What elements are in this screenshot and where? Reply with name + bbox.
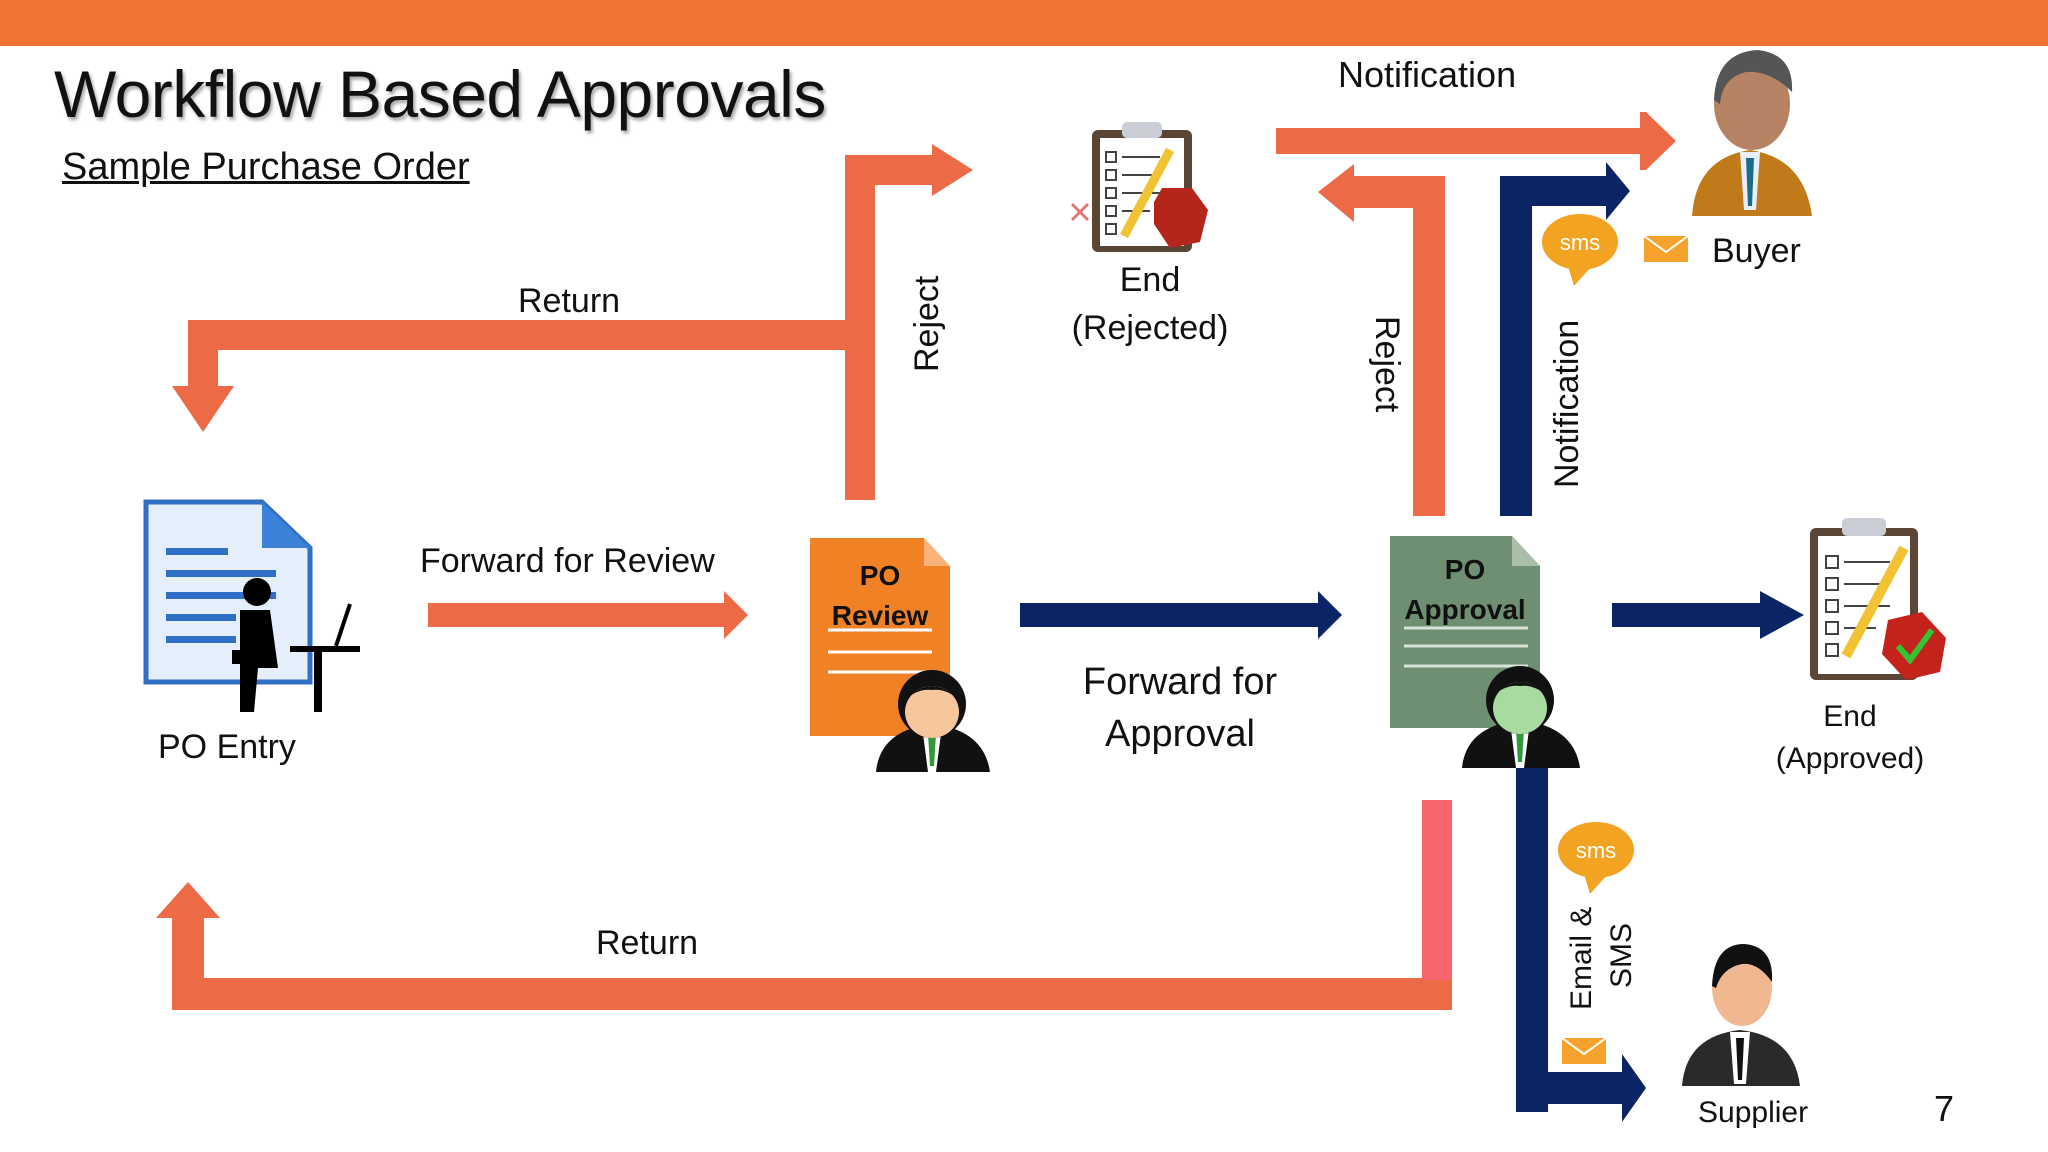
end-rejected-label: End (Rejected) xyxy=(1060,256,1240,352)
sms-bubble-top-icon: sms xyxy=(1542,214,1618,286)
po-approval-title-line1: PO xyxy=(1444,554,1486,585)
forward-end-approved-arrow xyxy=(1612,591,1804,639)
forward-for-approval-arrow xyxy=(1020,591,1342,639)
reject-review-arrow xyxy=(845,144,973,500)
sms-bottom-label: sms xyxy=(1576,838,1616,863)
notification-buyer-arrowhead xyxy=(1640,112,1676,170)
po-review-title-line1: PO xyxy=(859,560,901,591)
document-with-person-at-computer-icon xyxy=(143,499,360,712)
return-top-label: Return xyxy=(518,282,621,320)
return-bottom-connector xyxy=(1422,800,1452,980)
forward-for-approval-label: Forward for Approval xyxy=(1050,656,1310,760)
forward-for-review-arrow xyxy=(428,591,748,639)
reviewer-person-icon xyxy=(876,670,990,772)
buyer-label: Buyer xyxy=(1712,232,1801,270)
sms-bubble-bottom-icon: sms xyxy=(1558,822,1634,894)
page-subtitle: Sample Purchase Order xyxy=(62,146,470,188)
end-approved-line1: End xyxy=(1823,700,1877,733)
top-accent-bar xyxy=(0,0,2048,46)
clipboard-check-icon xyxy=(1810,518,1946,680)
forward-for-approval-line2: Approval xyxy=(1105,713,1255,755)
clipboard-stop-icon xyxy=(1070,122,1208,252)
end-approved-line2: (Approved) xyxy=(1775,742,1925,775)
po-approval-doc-title: PO Approval xyxy=(1390,550,1540,630)
return-top-arrow xyxy=(172,320,860,432)
page-number: 7 xyxy=(1934,1088,1955,1129)
reject-approval-arrow xyxy=(1318,164,1445,516)
end-approved-label: End (Approved) xyxy=(1750,696,1950,780)
page-title: Workflow Based Approvals xyxy=(54,57,826,131)
notification-vertical-arrow xyxy=(1500,162,1630,516)
po-entry-label: PO Entry xyxy=(158,728,296,766)
notification-vertical-label: Notification xyxy=(1548,319,1586,488)
po-review-doc-title: PO Review xyxy=(820,556,940,636)
envelope-bottom-icon xyxy=(1561,1037,1607,1064)
email-sms-supplier-arrow xyxy=(1516,760,1646,1122)
approver-person-icon xyxy=(1462,666,1580,768)
supplier-person-icon xyxy=(1682,944,1800,1086)
end-rejected-line1: End xyxy=(1119,261,1181,299)
sms-top-label: sms xyxy=(1560,230,1600,255)
po-approval-title-line2: Approval xyxy=(1404,594,1526,625)
return-bottom-label: Return xyxy=(596,924,699,962)
forward-for-approval-line1: Forward for xyxy=(1082,661,1278,703)
buyer-person-icon xyxy=(1692,50,1812,216)
forward-for-review-label: Forward for Review xyxy=(420,542,715,580)
notification-top-label: Notification xyxy=(1338,54,1517,95)
email-sms-line1: Email & xyxy=(1565,906,1598,1010)
po-review-title-line2: Review xyxy=(831,600,929,631)
email-sms-label: Email & SMS xyxy=(1562,907,1642,1010)
reject-review-label: Reject xyxy=(908,275,946,372)
email-sms-line2: SMS xyxy=(1605,922,1638,988)
return-bottom-arrow xyxy=(156,882,1452,1010)
notification-buyer-arrow xyxy=(1276,112,1646,170)
reject-approval-label: Reject xyxy=(1368,316,1406,413)
end-rejected-line2: (Rejected) xyxy=(1071,309,1229,347)
supplier-label: Supplier xyxy=(1698,1096,1809,1129)
envelope-top-icon xyxy=(1643,235,1689,262)
